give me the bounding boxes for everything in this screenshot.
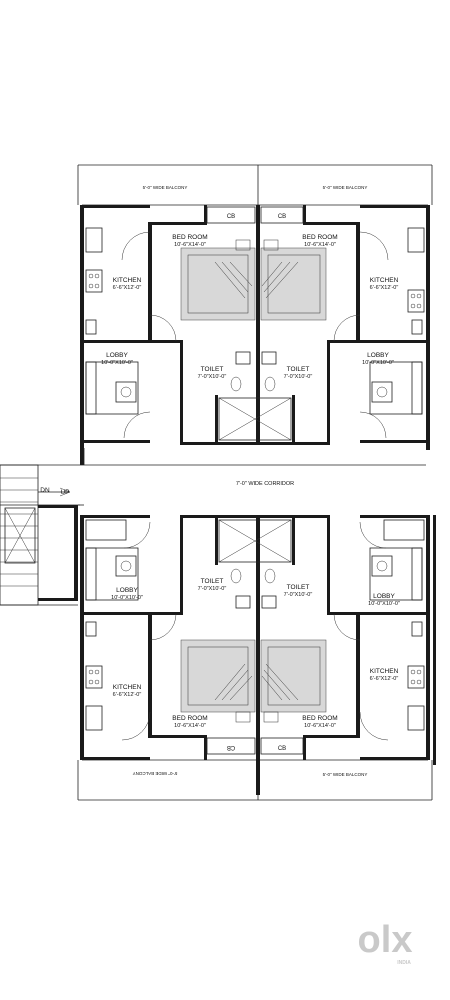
lobby-label: LOBBY xyxy=(373,593,395,600)
cb-boxes-top xyxy=(206,206,304,224)
kitchen-fixtures-bottom xyxy=(85,621,425,731)
cb-label: CB xyxy=(278,746,286,752)
top-block-walls xyxy=(80,205,430,465)
bedroom-size: 10'-6"X14'-0" xyxy=(174,242,206,248)
lobby-label: LOBBY xyxy=(116,587,138,594)
door-swings-bottom xyxy=(121,521,389,741)
kitchen-size: 6'-6"X12'-0" xyxy=(113,285,142,291)
bedroom-size: 10'-6"X14'-0" xyxy=(304,723,336,729)
bedroom-label: BED ROOM xyxy=(172,715,207,722)
bedroom-label: BED ROOM xyxy=(302,234,337,241)
bedroom-label: BED ROOM xyxy=(302,715,337,722)
lobby-size: 10'-0"X10'-0" xyxy=(111,595,143,601)
toilet-size: 7'-0"X10'-0" xyxy=(284,592,313,598)
door-swings-top xyxy=(121,231,389,439)
beds-top xyxy=(180,239,327,321)
corridor xyxy=(0,448,426,506)
lobby-size: 10'-0"X10'-0" xyxy=(368,601,400,607)
toilet-label: TOILET xyxy=(201,578,224,585)
kitchen-size: 6'-6"X12'-0" xyxy=(113,692,142,698)
balcony-label-top-left: 5'-0" WIDE BALCONY xyxy=(143,185,188,190)
olx-watermark: olx INDIA xyxy=(358,919,413,966)
kitchen-size: 6'-6"X12'-0" xyxy=(370,285,399,291)
toilet-label: TOILET xyxy=(201,366,224,373)
kitchen-label: KITCHEN xyxy=(370,277,399,284)
olx-logo: olx xyxy=(358,919,413,961)
cb-boxes-bottom xyxy=(206,737,304,755)
olx-sub-label: INDIA xyxy=(397,960,411,966)
lobby-size: 10'-0"X10'-0" xyxy=(101,360,133,366)
kitchen-fixtures-top xyxy=(85,227,425,335)
bedroom-size: 10'-6"X14'-0" xyxy=(174,723,206,729)
lobby-furniture-top xyxy=(85,361,423,415)
lobby-size: 10'-0"X10'-0" xyxy=(362,360,394,366)
cb-label: CB xyxy=(278,214,286,220)
kitchen-label: KITCHEN xyxy=(370,668,399,675)
corridor-label: 7'-0" WIDE CORRIDOR xyxy=(236,481,294,487)
lobby-furniture-bottom xyxy=(85,519,425,601)
top-balcony-area xyxy=(77,164,433,206)
toilet-size: 7'-0"X10'-0" xyxy=(198,586,227,592)
toilet-size: 7'-0"X10'-0" xyxy=(198,374,227,380)
balcony-label-bottom-right: 5'-0" WIDE BALCONY xyxy=(323,772,368,777)
beds-bottom xyxy=(180,639,327,723)
kitchen-label: KITCHEN xyxy=(113,277,142,284)
toilet-fixtures-bottom xyxy=(218,519,292,609)
lobby-label: LOBBY xyxy=(106,352,128,359)
bottom-balcony-area xyxy=(77,759,433,801)
toilet-label: TOILET xyxy=(287,366,310,373)
bottom-block-walls xyxy=(80,515,436,795)
cb-label: CB xyxy=(227,744,235,750)
toilet-size: 7'-0"X10'-0" xyxy=(284,374,313,380)
cb-label: CB xyxy=(227,214,235,220)
lobby-label: LOBBY xyxy=(367,352,389,359)
bedroom-size: 10'-6"X14'-0" xyxy=(304,242,336,248)
toilet-label: TOILET xyxy=(287,584,310,591)
staircase xyxy=(0,464,78,606)
toilet-fixtures-top xyxy=(218,351,292,441)
balcony-label-top-right: 5'-0" WIDE BALCONY xyxy=(323,185,368,190)
stair-dn-label: DN xyxy=(40,487,50,494)
bedroom-label: BED ROOM xyxy=(172,234,207,241)
kitchen-label: KITCHEN xyxy=(113,684,142,691)
balcony-label-bottom-left: 5'-0" WIDE BALCONY xyxy=(133,771,178,776)
labels: 5'-0" WIDE BALCONY 5'-0" WIDE BALCONY CB… xyxy=(40,185,400,777)
kitchen-size: 6'-6"X12'-0" xyxy=(370,676,399,682)
stair-up-label: UP xyxy=(60,489,69,496)
